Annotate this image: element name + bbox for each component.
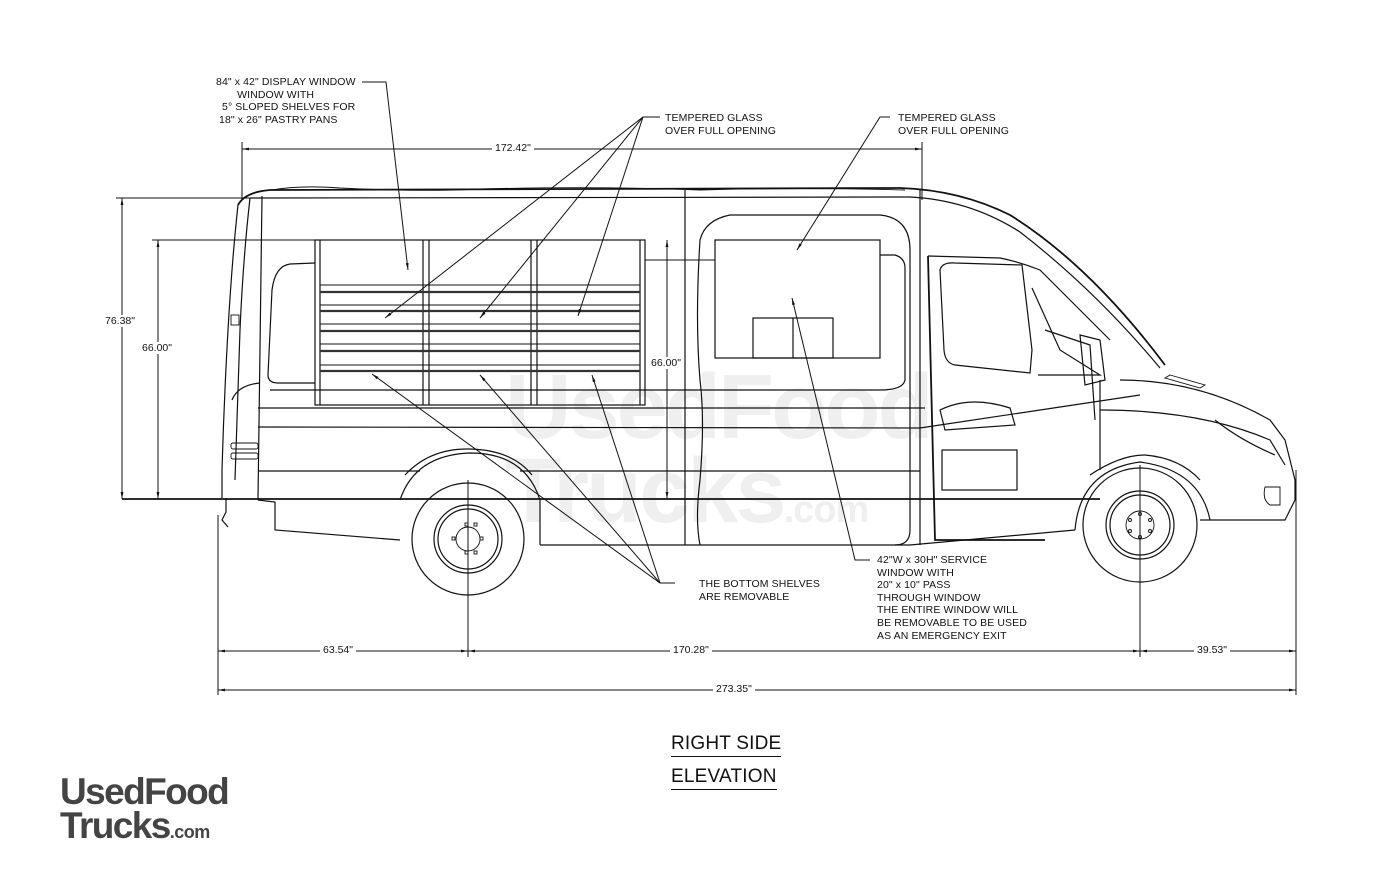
logo-word: Trucks [60,805,171,846]
display-window [314,239,646,406]
watermark-line1: UsedFood [505,356,934,458]
note-service-window: 42"W x 30H" SERVICE WINDOW WITH 20" x 10… [877,554,1027,642]
dim-overall-length: 273.35" [713,683,755,695]
drawing-title-line1: RIGHT SIDE [671,733,782,757]
van-body [122,186,1296,596]
dimension-lines [116,142,1297,695]
logo-suffix: .com [169,822,211,842]
rear-lug-nuts [451,522,484,555]
note-tempered-glass-left: TEMPERED GLASS OVER FULL OPENING [665,112,777,137]
dim-service-window-height: 66.00" [648,357,685,369]
drawing-title-line2: ELEVATION [671,766,777,790]
dim-rear-overhang: 63.54" [320,644,357,656]
dim-overall-height: 76.38" [102,315,139,327]
dim-front-overhang: 39.53" [1194,644,1231,656]
leader-lines [362,81,890,584]
watermark-word: Trucks [505,440,787,542]
dim-upper-length: 172.42" [492,142,534,154]
usedfoodtrucks-logo: UsedFood Trucks.com [60,771,230,849]
logo-line1: UsedFood [60,771,230,812]
logo-line2: Trucks.com [60,807,228,849]
watermark-line2: Trucks.com [505,445,931,552]
watermark: UsedFood Trucks.com [505,356,934,552]
note-tempered-glass-right: TEMPERED GLASS OVER FULL OPENING [898,112,1010,137]
watermark-suffix: .com [783,489,870,531]
note-display-window: 84" x 42" DISPLAY WINDOW WINDOW WITH 5° … [216,76,356,126]
dim-wheelbase: 170.28" [670,644,712,656]
dim-interior-height: 66.00" [139,342,176,354]
note-bottom-shelves: THE BOTTOM SHELVES ARE REMOVABLE [699,578,821,603]
shelves [320,284,640,373]
